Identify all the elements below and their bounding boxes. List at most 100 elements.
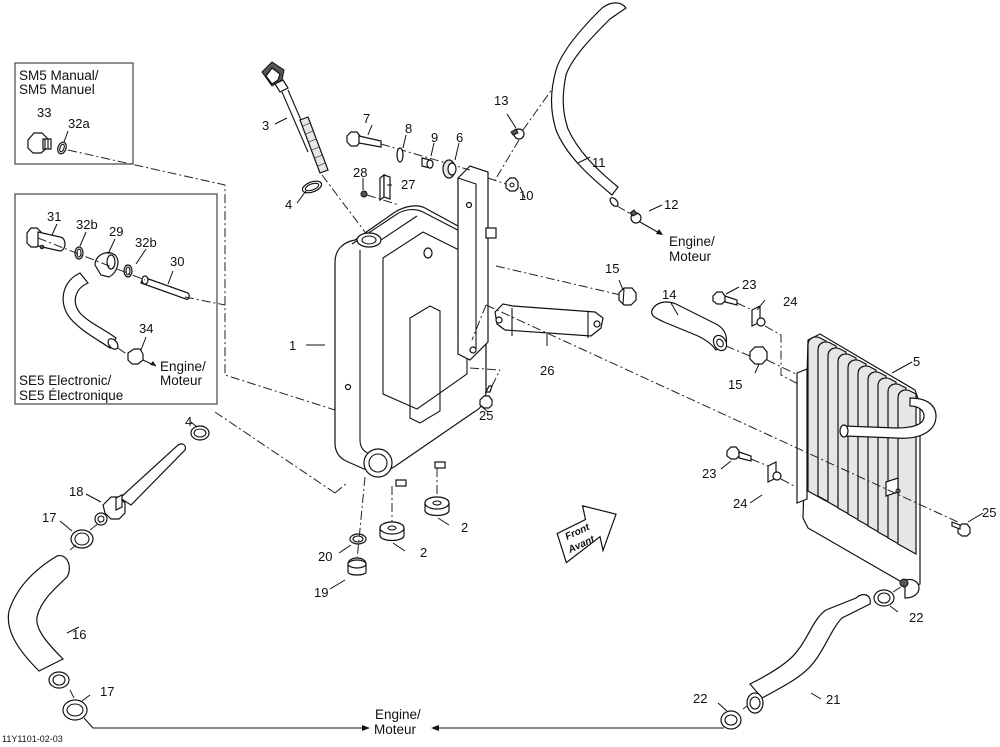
callout-2-left: 2 <box>420 545 427 560</box>
part-16-hose <box>7 555 70 672</box>
callout-13: 13 <box>494 93 508 108</box>
part-33-plug <box>27 132 52 154</box>
part-1-oil-tank <box>334 205 488 487</box>
part-29-banjo-fitting <box>94 252 119 278</box>
callout-32a: 32a <box>68 116 90 131</box>
front-arrow: Front Avant <box>556 504 617 564</box>
part-20-gasket <box>349 533 367 545</box>
callout-34: 34 <box>139 321 153 336</box>
part-4-oring-dipstick <box>301 180 323 194</box>
part-4-oring-fitting <box>190 425 210 441</box>
callout-32b-right: 32b <box>135 235 157 250</box>
callout-22-upper: 22 <box>909 610 923 625</box>
callout-5: 5 <box>913 354 920 369</box>
callout-32b-left: 32b <box>76 217 98 232</box>
callout-24-lower: 24 <box>733 496 747 511</box>
se5-hose <box>62 272 117 349</box>
part-18-fitting <box>94 443 186 526</box>
se5-title-line2: SE5 Électronique <box>19 388 123 403</box>
callout-16: 16 <box>72 627 86 642</box>
bottom-engine-label-line1: Engine/ <box>375 707 421 722</box>
part-6-grommet <box>442 159 457 179</box>
callout-24-upper: 24 <box>783 294 797 309</box>
part-27-bracket <box>379 173 391 202</box>
part-11-vent-hose <box>550 2 627 196</box>
callout-10: 10 <box>519 188 533 203</box>
callout-28: 28 <box>353 165 367 180</box>
callout-33: 33 <box>37 105 51 120</box>
callout-3: 3 <box>262 118 269 133</box>
callout-20: 20 <box>318 549 332 564</box>
part-22-clamp-lower <box>720 710 742 730</box>
engine-arrow-left-line <box>83 717 365 729</box>
part-34-clamp <box>127 348 144 365</box>
tank-bracket <box>457 165 497 361</box>
part-9-spacer <box>421 157 434 169</box>
part-17-clamp-lower <box>62 699 88 721</box>
part-24-clipnut-upper <box>751 305 766 327</box>
part-10-nut <box>505 177 519 192</box>
sm5-dash-line <box>67 149 336 411</box>
sm5-inset: SM5 Manual/ SM5 Manuel <box>14 62 134 165</box>
sm5-title-line2: SM5 Manuel <box>19 82 95 97</box>
callout-15-upper: 15 <box>605 261 619 276</box>
se5-title-line1: SE5 Electronic/ <box>19 373 112 388</box>
callout-21: 21 <box>826 692 840 707</box>
part-23-bolt-lower <box>726 446 752 462</box>
callout-8: 8 <box>405 121 412 136</box>
part-32a-ring <box>57 141 67 155</box>
callout-31: 31 <box>47 209 61 224</box>
callout-18: 18 <box>69 484 83 499</box>
sm5-title-line1: SM5 Manual/ <box>19 68 99 83</box>
callout-30: 30 <box>170 254 184 269</box>
part-23-bolt-upper <box>712 291 738 306</box>
callout-23-upper: 23 <box>742 277 756 292</box>
callout-2-right: 2 <box>461 520 468 535</box>
se5-inset-frame <box>14 193 218 405</box>
part-13-clamp <box>510 128 525 140</box>
cooler-fins <box>807 336 917 556</box>
se5-engine-label-line1: Engine/ <box>160 359 206 374</box>
part-15-clamp-upper <box>618 287 637 306</box>
se5-engine-label-line2: Moteur <box>160 373 203 388</box>
part-22-clamp-upper <box>873 589 895 607</box>
part-15-clamp-lower <box>749 346 768 365</box>
part-2-mount-left <box>379 521 405 542</box>
callout-29: 29 <box>109 224 123 239</box>
vent-engine-label-line1: Engine/ <box>669 234 715 249</box>
part-12-clamp <box>629 209 642 224</box>
callout-25-tank: 25 <box>479 408 493 423</box>
part-21-hose <box>749 594 871 699</box>
callout-11: 11 <box>592 155 606 170</box>
callout-4-fitting: 4 <box>185 414 192 429</box>
callout-12: 12 <box>664 197 678 212</box>
leader-lines <box>51 113 984 712</box>
part-31-banjo-bolt <box>26 227 66 252</box>
callout-15-lower: 15 <box>728 377 742 392</box>
part-17-clamp-upper <box>70 529 94 549</box>
callout-17-upper: 17 <box>42 510 56 525</box>
part-30-tube <box>140 275 190 300</box>
drawing-code: 11Y1101-02-03 <box>2 734 63 744</box>
callout-numbers: 1 2 2 3 4 4 5 6 7 8 9 10 11 12 13 14 15 … <box>37 93 996 707</box>
part-19-drain-plug <box>347 557 367 576</box>
part-5-oil-cooler <box>796 333 937 599</box>
callout-22-lower: 22 <box>693 691 707 706</box>
callout-14: 14 <box>662 287 676 302</box>
callout-19: 19 <box>314 585 328 600</box>
callout-26: 26 <box>540 363 554 378</box>
part-2-mount-right <box>424 496 450 517</box>
bottom-engine-label-line2: Moteur <box>374 722 417 737</box>
part-8-washer <box>396 147 404 163</box>
callout-1: 1 <box>289 338 296 353</box>
part-26-strap <box>494 303 604 338</box>
vent-engine-label-line2: Moteur <box>669 249 712 264</box>
part-28-nut <box>360 190 368 198</box>
callout-6: 6 <box>456 130 463 145</box>
part-24-clipnut-lower <box>767 461 782 483</box>
callout-25-cooler: 25 <box>982 505 996 520</box>
callout-23-lower: 23 <box>702 466 716 481</box>
callout-7: 7 <box>363 111 370 126</box>
se5-inset: SE5 Electronic/ SE5 Électronique <box>14 193 218 405</box>
